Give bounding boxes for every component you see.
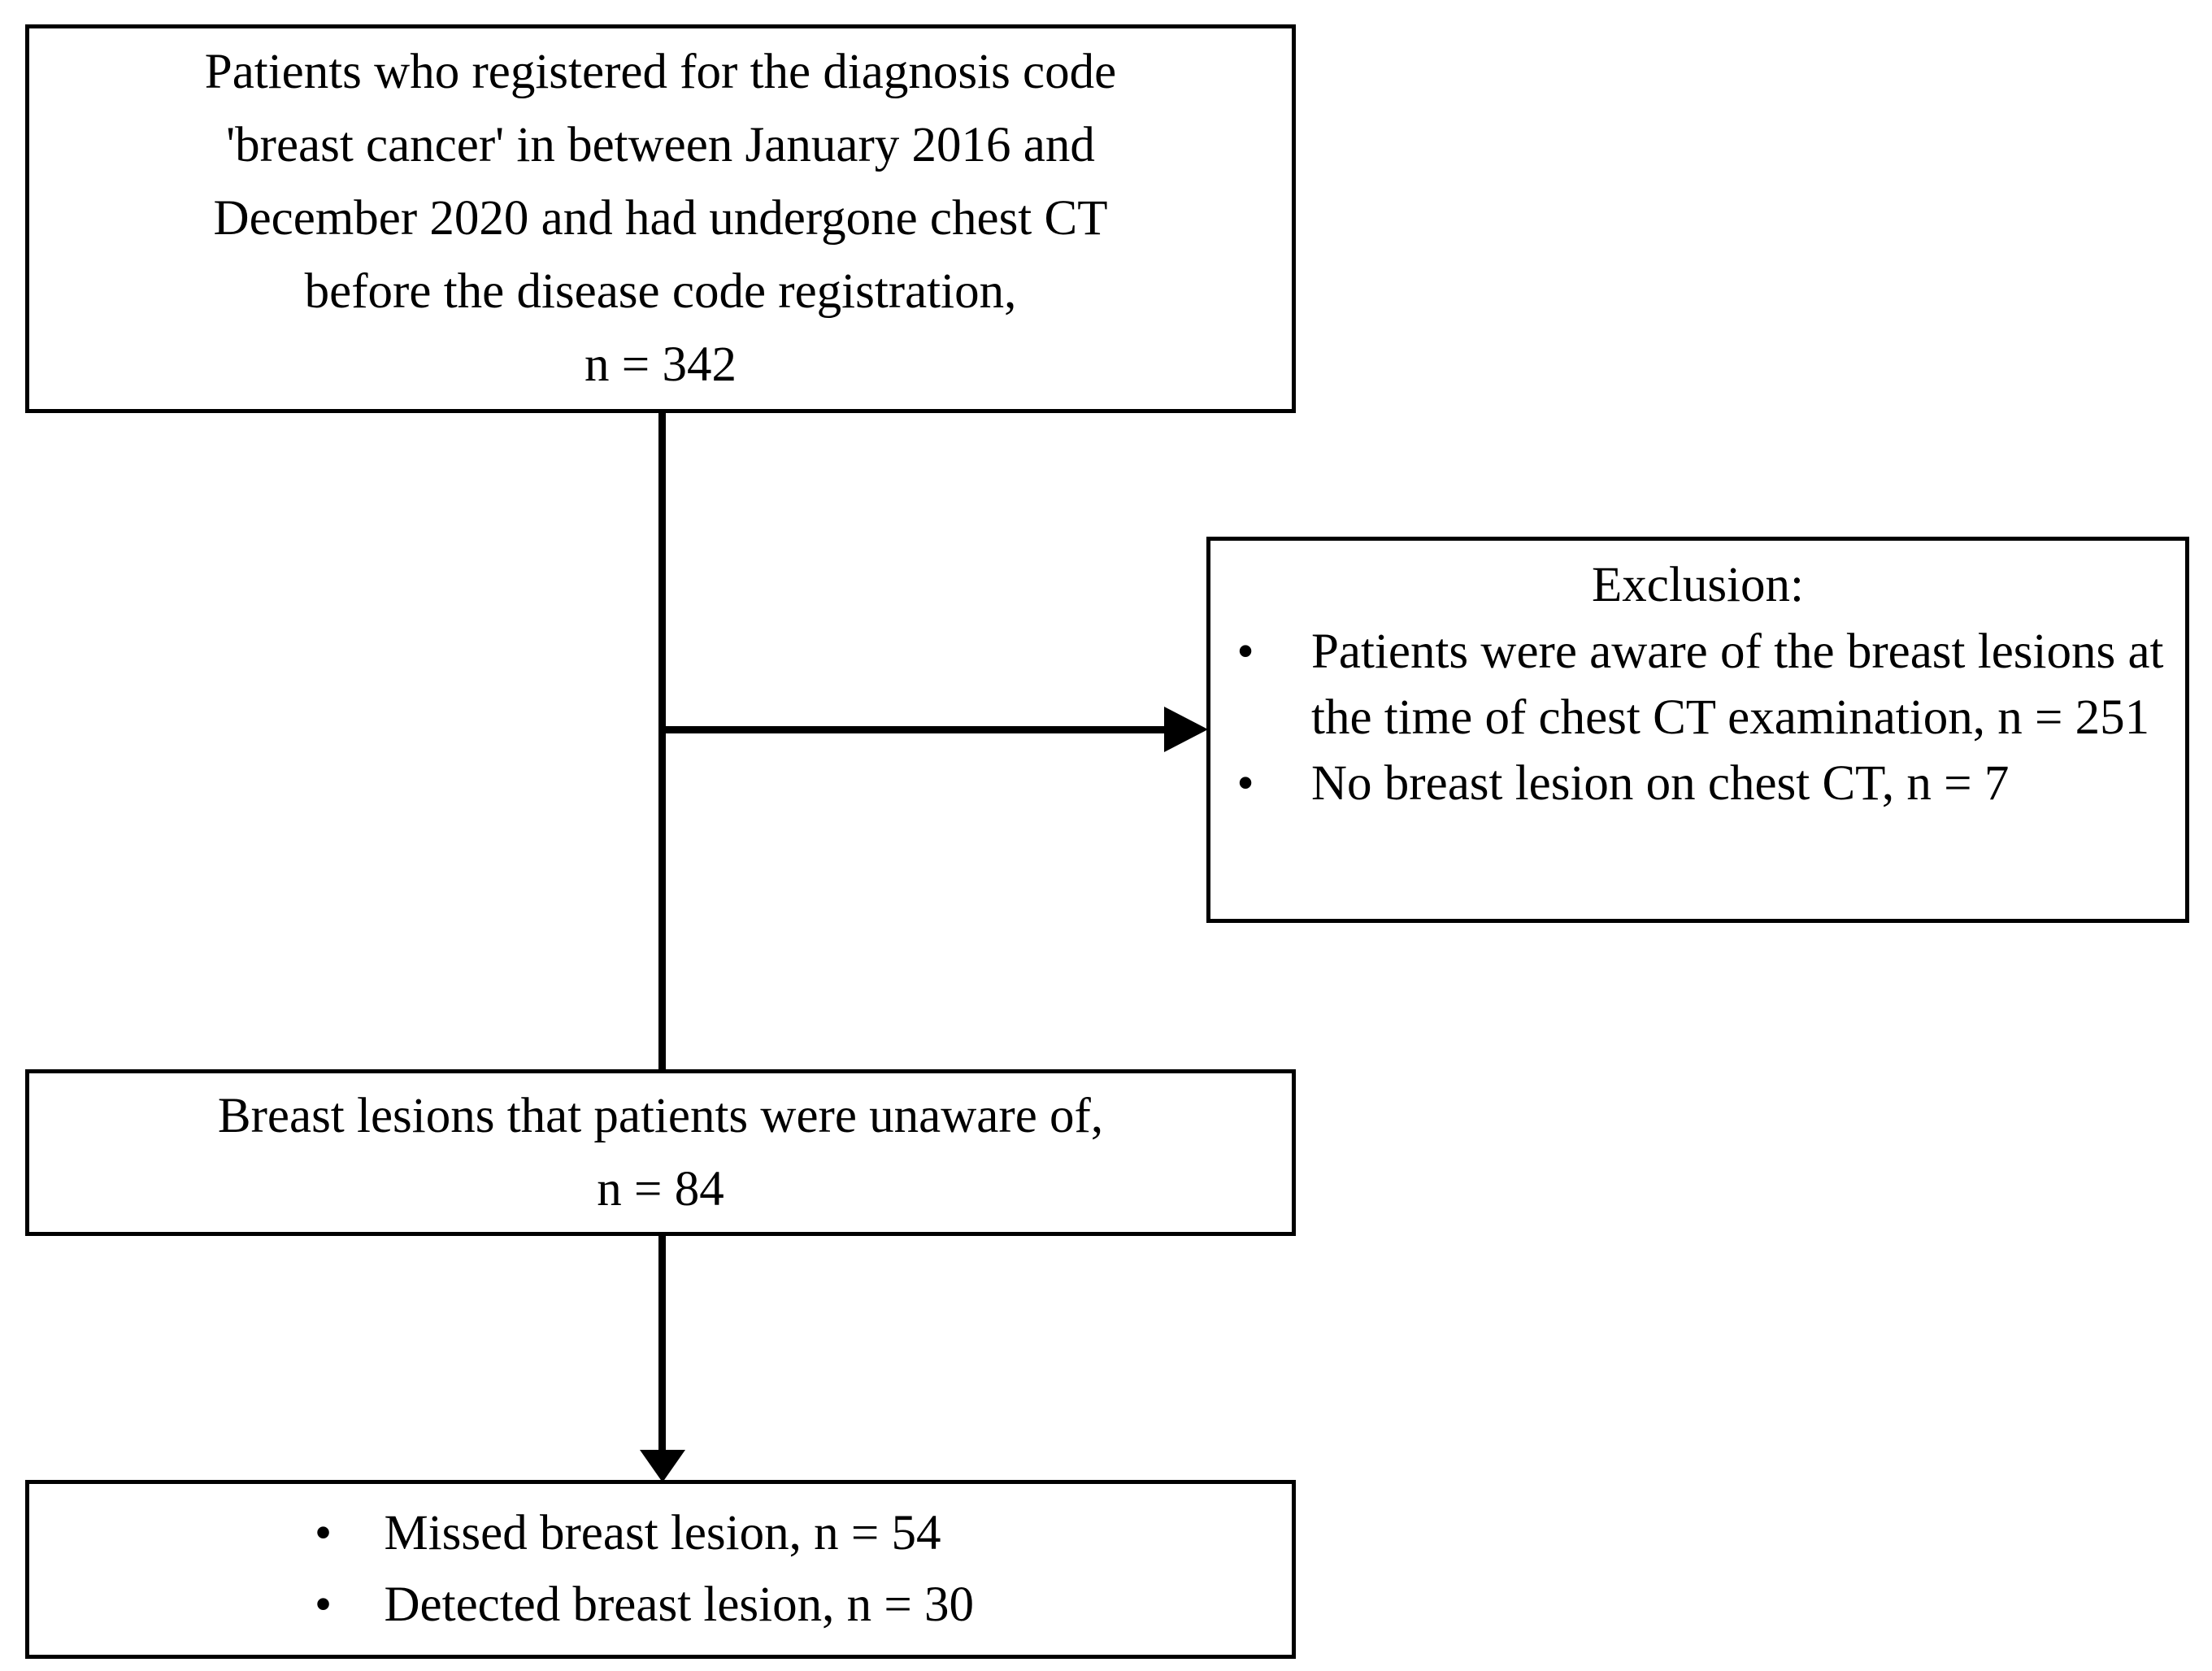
unaware-text: Breast lesions that patients were unawar…	[217, 1088, 1104, 1216]
exclusion-item-text: Patients were aware of the breast lesion…	[1311, 624, 2164, 745]
outcome-item-text: Detected breast lesion, n = 30	[384, 1577, 975, 1632]
cohort-text: Patients who registered for the diagnosi…	[204, 45, 1117, 392]
flow-node-outcomes: • Missed breast lesion, n = 54 • Detecte…	[25, 1480, 1296, 1659]
exclusion-bullet-list: • Patients were aware of the breast lesi…	[1210, 619, 2185, 816]
list-item: • Missed breast lesion, n = 54	[279, 1498, 1043, 1569]
exclusion-title: Exclusion:	[1592, 558, 1804, 612]
list-item: • No breast lesion on chest CT, n = 7	[1210, 751, 2185, 816]
bullet-dot-icon: •	[1236, 624, 1254, 679]
outcome-item-text: Missed breast lesion, n = 54	[384, 1506, 941, 1560]
bullet-dot-icon: •	[1236, 756, 1254, 811]
connector-vertical-trunk	[658, 413, 666, 1450]
list-item: • Detected breast lesion, n = 30	[279, 1569, 1043, 1641]
arrowhead-down-icon	[640, 1450, 685, 1482]
list-item: • Patients were aware of the breast lesi…	[1210, 619, 2185, 751]
arrowhead-right-icon	[1164, 707, 1208, 752]
connector-horizontal-to-exclusion	[658, 726, 1164, 733]
exclusion-item-text: No breast lesion on chest CT, n = 7	[1311, 756, 2010, 811]
flow-node-cohort: Patients who registered for the diagnosi…	[25, 24, 1296, 413]
bullet-dot-icon: •	[314, 1577, 332, 1632]
outcomes-bullet-list: • Missed breast lesion, n = 54 • Detecte…	[279, 1498, 1043, 1641]
flow-node-unaware: Breast lesions that patients were unawar…	[25, 1069, 1296, 1236]
bullet-dot-icon: •	[314, 1506, 332, 1560]
flow-node-exclusion: Exclusion: • Patients were aware of the …	[1206, 537, 2189, 923]
